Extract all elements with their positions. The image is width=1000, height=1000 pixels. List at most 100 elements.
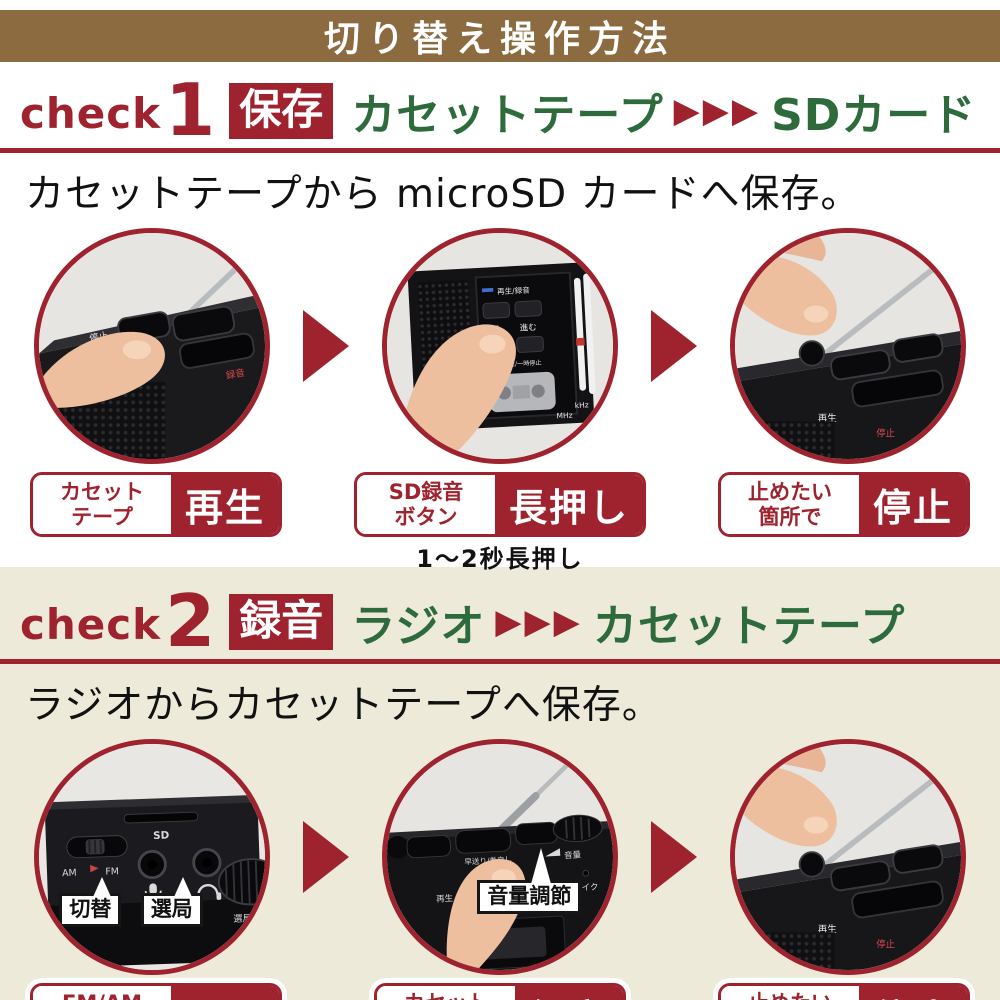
- arrow-right-icon: [651, 821, 697, 893]
- callout-pointer-icon: [174, 877, 193, 898]
- tag-line1: 止めたい: [731, 991, 849, 1000]
- play-pause-button: [516, 335, 544, 353]
- step-tag-fm-am: FM/AM チャンネル 選局: [30, 983, 283, 1000]
- note-spacer: [657, 539, 970, 567]
- photo-stop: 再生 停止: [730, 739, 966, 975]
- longpress-note: 1〜2秒長押し: [416, 545, 584, 573]
- radio-stop-illustration: 再生 停止: [735, 744, 961, 970]
- check2-heading: check 2 録音 ラジオ ▶▶▶ カセットテープ: [0, 583, 1000, 664]
- flow-source-label: カセットテープ: [351, 90, 664, 141]
- record-mode-badge: 録音: [229, 594, 334, 650]
- device-khz-label: kHz: [575, 400, 589, 410]
- check-number: 2: [165, 579, 216, 664]
- device-fwd-label: 進む: [520, 322, 537, 333]
- switch-callout: 切替: [59, 877, 122, 928]
- flow-target-label: カセットテープ: [592, 601, 906, 652]
- arrow-right-icon: [303, 310, 349, 382]
- antenna-joint: [60, 750, 74, 764]
- step-action-label: 録音: [514, 986, 623, 1000]
- flow-source-label: ラジオ: [351, 601, 486, 652]
- photo-cassette-record: 早送り/巻戻し 音量 マイク 再生 音量調節: [382, 739, 618, 975]
- dial-scale: [583, 273, 596, 394]
- check2-photo-row: SD AM FM: [0, 739, 1000, 975]
- section-check2: check 2 録音 ラジオ ▶▶▶ カセットテープ ラジオからカセットテープへ…: [0, 567, 1000, 1000]
- device-mhz-label: MHz: [556, 411, 573, 421]
- speaker-grille: [740, 932, 835, 970]
- note-spacer: [30, 539, 343, 567]
- device-stop-label: 停止: [876, 427, 895, 439]
- check1-step-tags: カセット テープ 再生 SD録音 ボタン 長押し 止めたい 箇所で 停止: [0, 472, 1000, 537]
- tag-line2: テープ: [71, 504, 133, 529]
- forward-button: [514, 300, 543, 318]
- step-tag-info: 止めたい 箇所で: [720, 475, 859, 534]
- check-word: check: [20, 599, 162, 649]
- step-tag-stop: 止めたい 箇所で 停止: [717, 983, 970, 1000]
- check2-label-group: check 2: [20, 579, 229, 664]
- step-tag-sd-longpress: SD録音 ボタン 長押し: [353, 472, 646, 537]
- antenna-icon: [822, 254, 951, 357]
- flow-arrows-icon: ▶▶▶: [673, 91, 762, 131]
- radio-top-view-illustration: 再生/録音 戻る 進む 録音 再生/一時停止: [387, 233, 613, 459]
- tag-line2: ボタン: [394, 504, 458, 529]
- tag-line1: カセット: [60, 480, 144, 505]
- step-action-label: 選局: [171, 986, 280, 1000]
- check1-heading: check 1 保存 カセットテープ ▶▶▶ SDカード: [0, 72, 1000, 153]
- radio-record-illustration: 早送り/巻戻し 音量 マイク 再生: [387, 744, 613, 970]
- stop-button: [798, 340, 826, 367]
- check1-notes-row: 1〜2秒長押し: [0, 539, 1000, 573]
- save-mode-badge: 保存: [229, 83, 334, 139]
- tag-line1: FM/AM: [43, 991, 161, 1000]
- photo-stop: 再生 停止: [730, 228, 966, 464]
- button: [406, 835, 451, 859]
- sd-card-slot: [123, 811, 199, 824]
- device-sd-label: SD: [153, 829, 170, 842]
- device-play-label: 再生: [436, 893, 454, 904]
- check1-description: カセットテープから microSD カードへ保存。: [25, 172, 861, 217]
- check2-description: ラジオからカセットテープへ保存。: [25, 683, 662, 728]
- step-tag-info: 止めたい 箇所で: [720, 986, 859, 1000]
- device-mic-label: マイク: [573, 882, 599, 893]
- step-action-label: 再生: [171, 475, 280, 534]
- knob: [387, 835, 409, 859]
- stop-button: [798, 851, 826, 878]
- microphone-icon: [149, 883, 157, 895]
- dial-scale: [573, 277, 587, 391]
- button: [515, 821, 558, 845]
- check-word: check: [20, 88, 162, 138]
- callout-text: 切替: [69, 897, 112, 922]
- record-button: [455, 828, 512, 854]
- step-action-label: 停止: [858, 986, 967, 1000]
- tag-line1: SD録音: [388, 480, 464, 505]
- volume-callout: 音量調節: [477, 847, 582, 914]
- step-tag-stop: 止めたい 箇所で 停止: [717, 472, 970, 537]
- check1-photo-row: 停止 録音: [0, 228, 1000, 464]
- dial-marker: [575, 337, 585, 346]
- tag-line2: 箇所で: [758, 504, 822, 529]
- step-tag-cassette-play: カセット テープ 再生: [30, 472, 283, 537]
- callout-pointer-icon: [531, 847, 552, 884]
- radio-stop-illustration: 再生 停止: [735, 233, 961, 459]
- radio-side-jacks-illustration: SD AM FM: [39, 744, 265, 970]
- photo-cassette-play: 停止 録音: [34, 228, 270, 464]
- device-fm-label: FM: [105, 866, 119, 877]
- flow-target-label: SDカード: [771, 90, 977, 141]
- device-am-label: AM: [62, 868, 77, 880]
- device-stop-label: 停止: [876, 938, 895, 950]
- tune-callout: 選局: [140, 877, 203, 928]
- photo-fm-am-select: SD AM FM: [34, 739, 270, 975]
- device-rec-label: 録音: [225, 367, 246, 382]
- radio-top-buttons-illustration: 停止 録音: [39, 233, 265, 459]
- mic-hole: [582, 869, 590, 877]
- device-playpause-label: 再生/一時停止: [503, 359, 542, 369]
- device-playrec-label: 再生/録音: [497, 285, 531, 297]
- step-action-label: 停止: [858, 475, 967, 534]
- antenna-icon: [822, 765, 951, 868]
- callout-pointer-icon: [93, 877, 112, 898]
- step-tag-info: SD録音 ボタン: [356, 475, 495, 534]
- tag-line1: カセット: [387, 991, 505, 1000]
- arrow-right-icon: [303, 821, 349, 893]
- check1-label-group: check 1: [20, 74, 229, 146]
